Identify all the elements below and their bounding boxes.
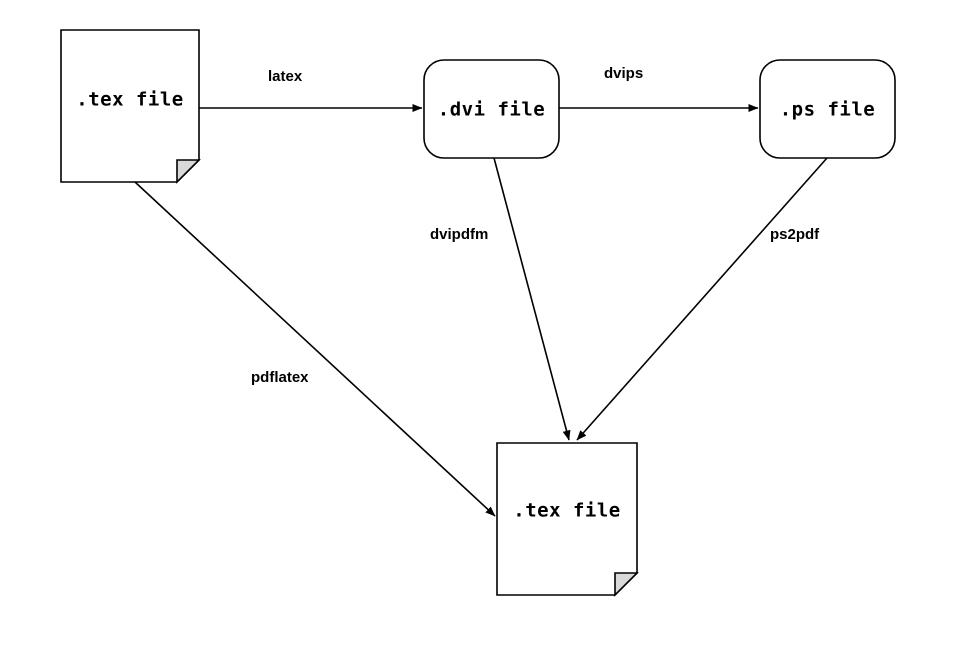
edge-dvipdfm: dvipdfm — [430, 157, 571, 441]
node-label-dvi: .dvi file — [438, 99, 545, 121]
node-tex-source[interactable]: .tex file — [60, 29, 201, 184]
edge-ps2pdf: ps2pdf — [576, 157, 828, 441]
edge-label-dvips: dvips — [604, 65, 643, 82]
edge-label-ps2pdf: ps2pdf — [770, 226, 820, 243]
edge-ps2pdf-line — [576, 157, 828, 441]
node-label-tex-output: .tex file — [513, 500, 620, 522]
edge-pdflatex-line — [134, 181, 496, 517]
edge-latex: latex — [199, 68, 423, 112]
node-ps[interactable]: .ps file — [759, 59, 896, 159]
node-label-tex-source: .tex file — [76, 89, 183, 111]
node-tex-output[interactable]: .tex file — [496, 442, 639, 597]
rounded-box-shape — [423, 59, 560, 159]
edge-label-dvipdfm: dvipdfm — [430, 226, 488, 243]
page-fold-icon — [614, 572, 639, 597]
edge-dvipdfm-line — [493, 157, 571, 441]
edge-pdflatex: pdflatex — [134, 181, 496, 517]
rounded-box-shape — [759, 59, 896, 159]
edge-dvips: dvips — [559, 65, 759, 112]
page-fold-icon — [176, 159, 201, 184]
node-label-ps: .ps file — [780, 99, 876, 121]
node-dvi[interactable]: .dvi file — [423, 59, 560, 159]
edge-label-pdflatex: pdflatex — [251, 369, 309, 386]
edge-label-latex: latex — [268, 68, 303, 85]
